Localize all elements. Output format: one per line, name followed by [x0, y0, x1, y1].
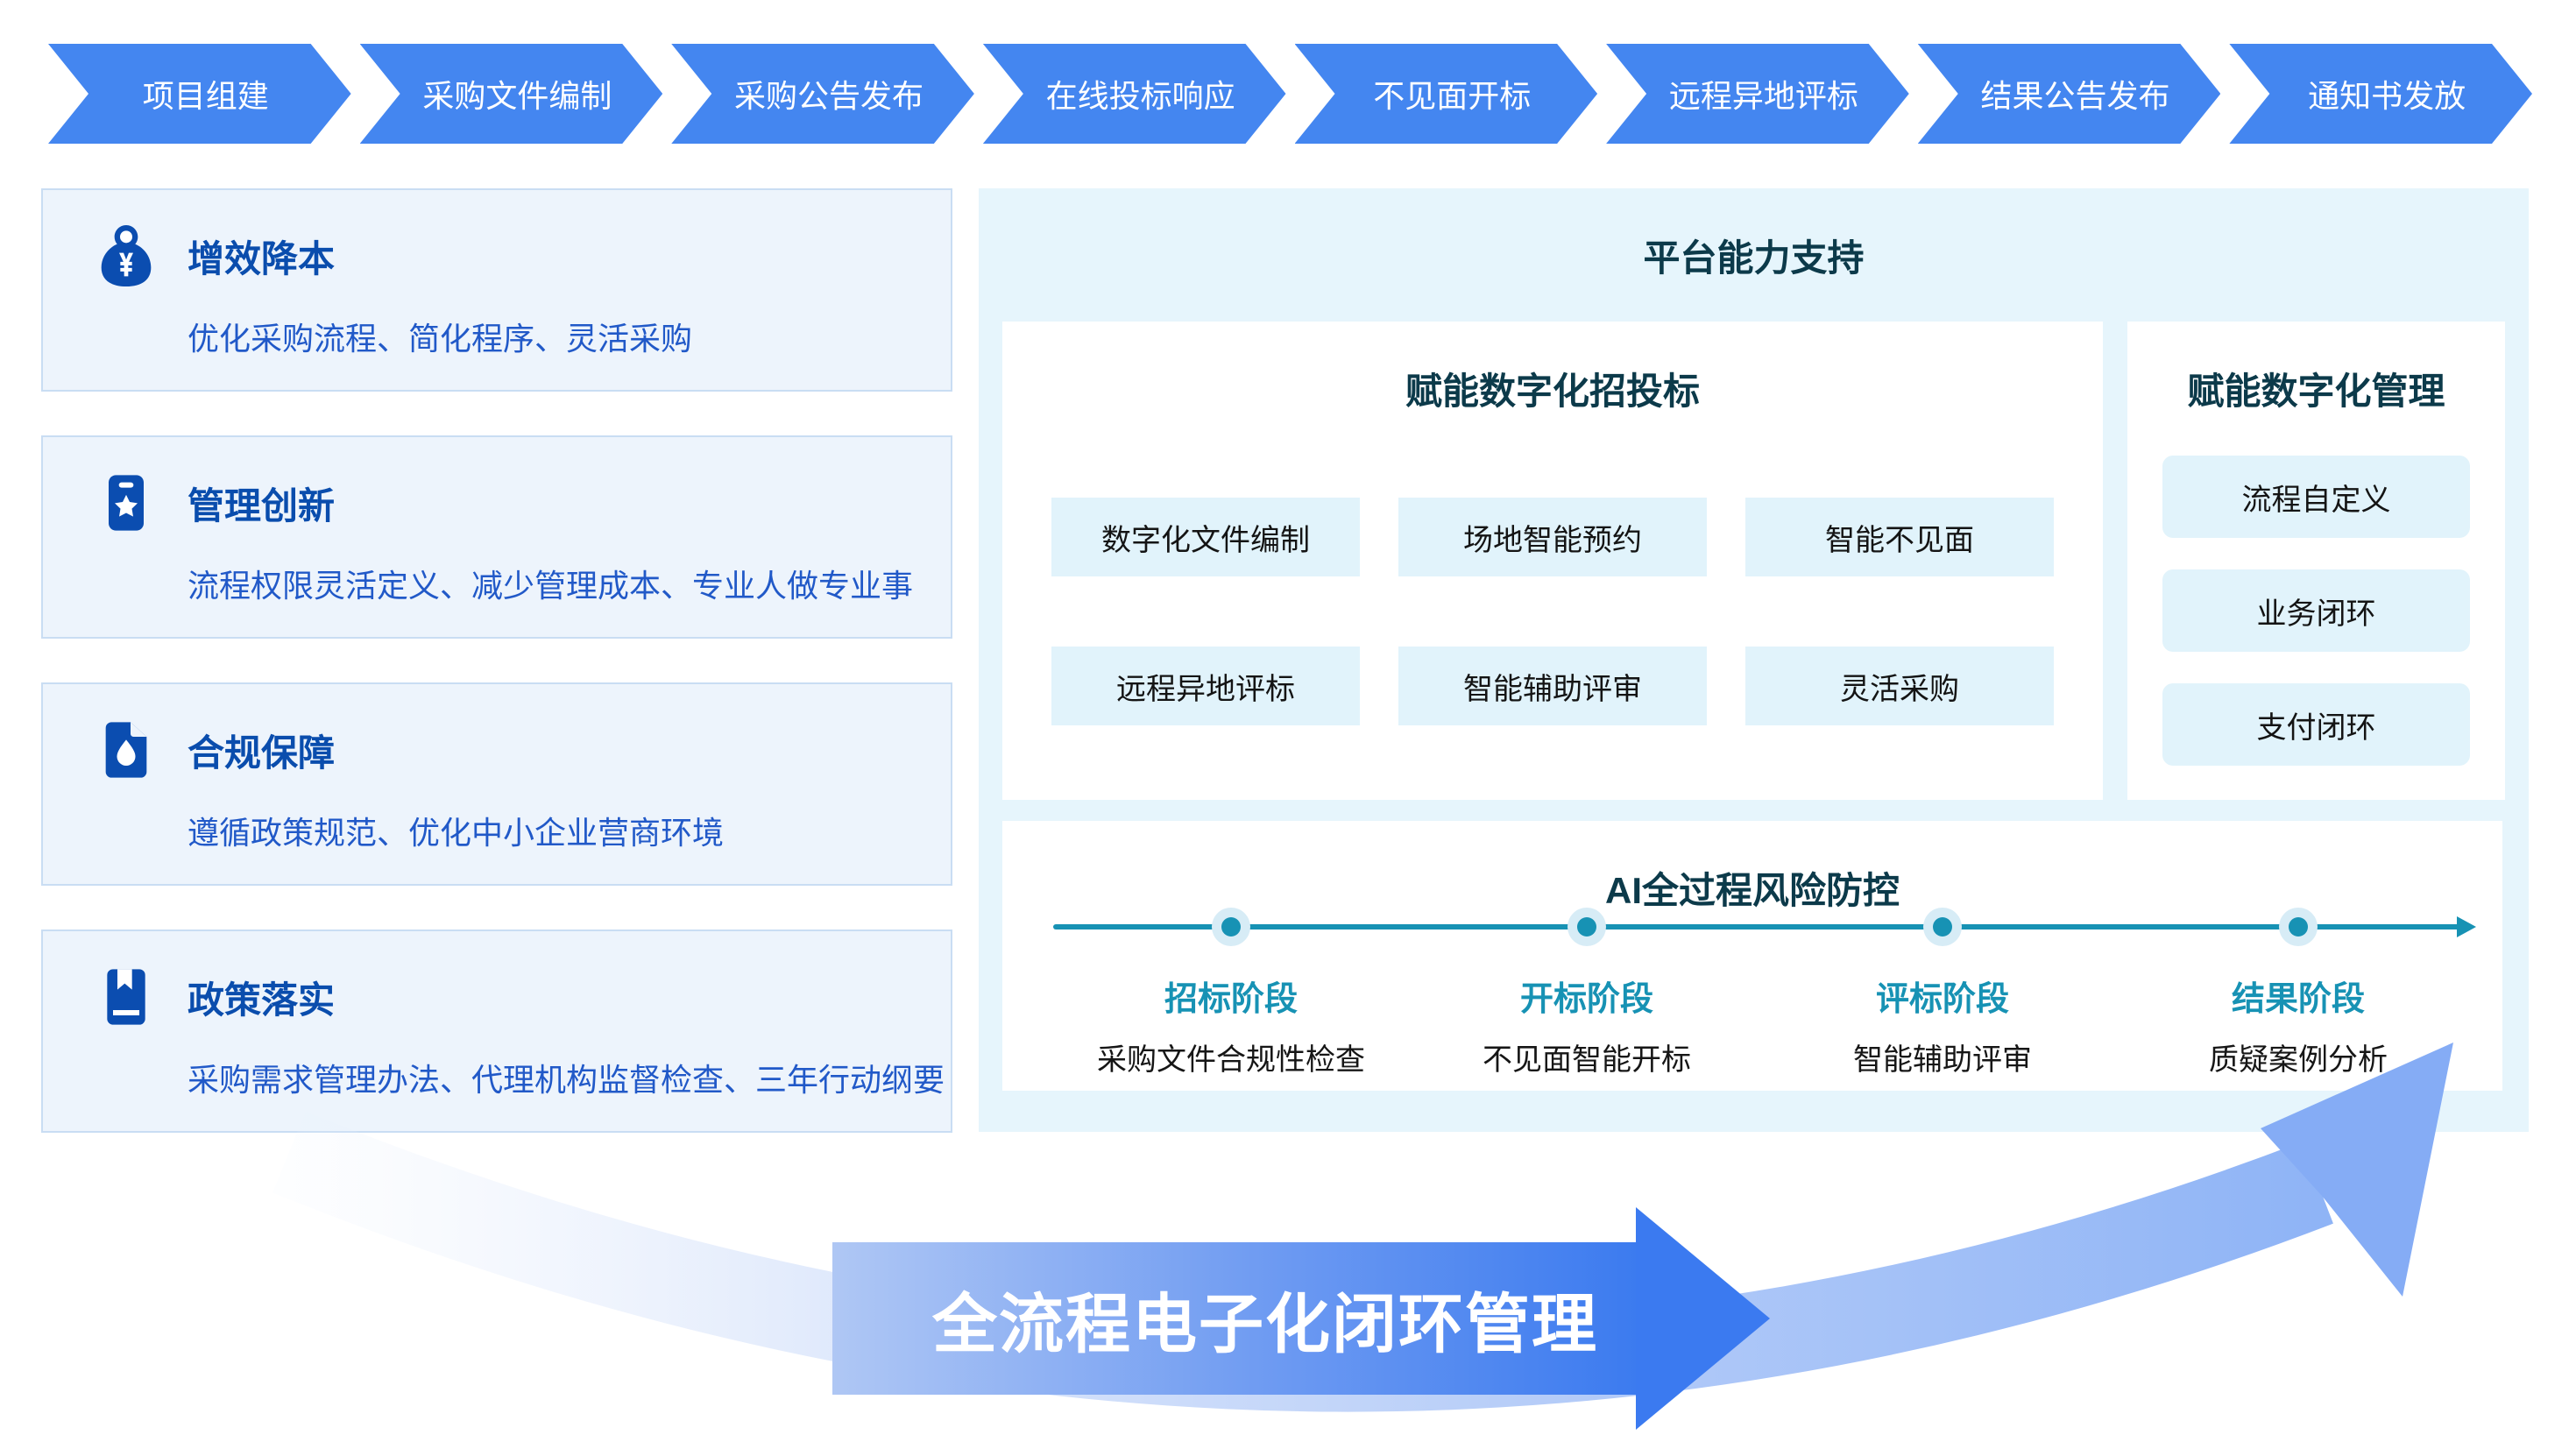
capability-boxes: 赋能数字化招投标 数字化文件编制 场地智能预约 智能不见面 远程异地评标 智能辅… — [1002, 322, 2505, 800]
star-badge-icon — [91, 468, 161, 538]
management-pill-list: 流程自定义 业务闭环 支付闭环 — [2162, 456, 2470, 766]
stage-label: 开标阶段 — [1519, 981, 1653, 1018]
timeline-stage-evaluation: 评标阶段 智能辅助评审 — [1765, 915, 2120, 1078]
timeline-node-icon — [1221, 917, 1241, 937]
card-title: 政策落实 — [188, 979, 336, 1021]
benefit-cards: 增效降本 优化采购流程、简化程序、灵活采购 管理创新 流程权限灵活定义、减少管理… — [41, 188, 952, 1133]
process-step-8: 通知书发放 — [2229, 44, 2532, 144]
closed-loop-banner-arrow: 全流程电子化闭环管理 — [832, 1207, 1770, 1430]
process-step-2: 采购文件编制 — [360, 44, 663, 144]
process-step-4: 在线投标响应 — [983, 44, 1286, 144]
ai-box-title: AI全过程风险防控 — [1604, 870, 1900, 911]
benefit-card-policy: 政策落实 采购需求管理办法、代理机构监督检查、三年行动纲要 — [41, 929, 952, 1133]
bidding-pill-grid: 数字化文件编制 场地智能预约 智能不见面 远程异地评标 智能辅助评审 灵活采购 — [1051, 498, 2054, 725]
stage-label: 招标阶段 — [1164, 981, 1298, 1018]
banner-label: 全流程电子化闭环管理 — [932, 1287, 1598, 1361]
process-step-1: 项目组建 — [48, 44, 351, 144]
stage-desc: 不见面智能开标 — [1483, 1043, 1691, 1077]
card-desc: 采购需求管理办法、代理机构监督检查、三年行动纲要 — [188, 1062, 945, 1098]
stage-desc: 质疑案例分析 — [2209, 1043, 2388, 1077]
book-icon — [91, 962, 161, 1032]
card-desc: 流程权限灵活定义、减少管理成本、专业人做专业事 — [188, 568, 914, 604]
ai-risk-control-box: AI全过程风险防控 招标阶段 采购文件合规性检查 开标阶段 不见面智能开标 — [1002, 821, 2502, 1091]
stage-label: 评标阶段 — [1875, 981, 2009, 1018]
process-bar: 项目组建 采购文件编制 采购公告发布 在线投标响应 不见面开标 远程异地评标 结… — [48, 44, 2532, 144]
benefit-card-compliance: 合规保障 遵循政策规范、优化中小企业营商环境 — [41, 682, 952, 886]
capability-pill: 智能不见面 — [1745, 498, 2054, 576]
benefit-card-innovation: 管理创新 流程权限灵活定义、减少管理成本、专业人做专业事 — [41, 435, 952, 639]
capability-pill: 数字化文件编制 — [1051, 498, 1360, 576]
process-step-7: 结果公告发布 — [1918, 44, 2221, 144]
stage-label: 结果阶段 — [2231, 981, 2365, 1018]
capability-pill: 支付闭环 — [2162, 683, 2470, 766]
process-step-6: 远程异地评标 — [1606, 44, 1909, 144]
card-desc: 遵循政策规范、优化中小企业营商环境 — [188, 815, 725, 851]
banner-body: 全流程电子化闭环管理 — [832, 1242, 1637, 1395]
timeline-stage-result: 结果阶段 质疑案例分析 — [2120, 915, 2476, 1078]
money-bag-icon — [91, 221, 161, 291]
panel-title: 平台能力支持 — [1643, 237, 1865, 279]
timeline-stage-bidding: 招标阶段 采购文件合规性检查 — [1053, 915, 1409, 1078]
capability-pill: 远程异地评标 — [1051, 647, 1360, 725]
ai-timeline: 招标阶段 采购文件合规性检查 开标阶段 不见面智能开标 评标阶段 智能辅助评审 — [1053, 915, 2476, 1078]
card-title: 管理创新 — [188, 484, 336, 527]
capability-pill: 业务闭环 — [2162, 569, 2470, 652]
timeline-axis-arrow — [1053, 916, 2476, 937]
timeline-stage-opening: 开标阶段 不见面智能开标 — [1409, 915, 1765, 1078]
process-step-3: 采购公告发布 — [671, 44, 974, 144]
capability-pill: 智能辅助评审 — [1398, 647, 1707, 725]
stage-desc: 智能辅助评审 — [1853, 1043, 2032, 1077]
management-capabilities-box: 赋能数字化管理 流程自定义 业务闭环 支付闭环 — [2127, 322, 2505, 800]
platform-panel: 平台能力支持 赋能数字化招投标 数字化文件编制 场地智能预约 智能不见面 远程异… — [979, 188, 2529, 1132]
process-step-5: 不见面开标 — [1295, 44, 1598, 144]
card-desc: 优化采购流程、简化程序、灵活采购 — [188, 321, 693, 357]
stage-desc: 采购文件合规性检查 — [1097, 1043, 1365, 1077]
timeline-node-icon — [1577, 917, 1596, 937]
capability-pill: 场地智能预约 — [1398, 498, 1707, 576]
management-box-title: 赋能数字化管理 — [2187, 371, 2445, 412]
bidding-box-title: 赋能数字化招投标 — [1405, 371, 1700, 412]
bidding-capabilities-box: 赋能数字化招投标 数字化文件编制 场地智能预约 智能不见面 远程异地评标 智能辅… — [1002, 322, 2103, 800]
benefit-card-efficiency: 增效降本 优化采购流程、简化程序、灵活采购 — [41, 188, 952, 392]
timeline-node-icon — [1933, 917, 1952, 937]
capability-pill: 灵活采购 — [1745, 647, 2054, 725]
capability-pill: 流程自定义 — [2162, 456, 2470, 538]
banner-arrowhead — [1636, 1207, 1770, 1430]
shield-document-icon — [91, 715, 161, 785]
card-title: 增效降本 — [188, 237, 336, 279]
card-title: 合规保障 — [188, 732, 336, 774]
timeline-node-icon — [2289, 917, 2308, 937]
